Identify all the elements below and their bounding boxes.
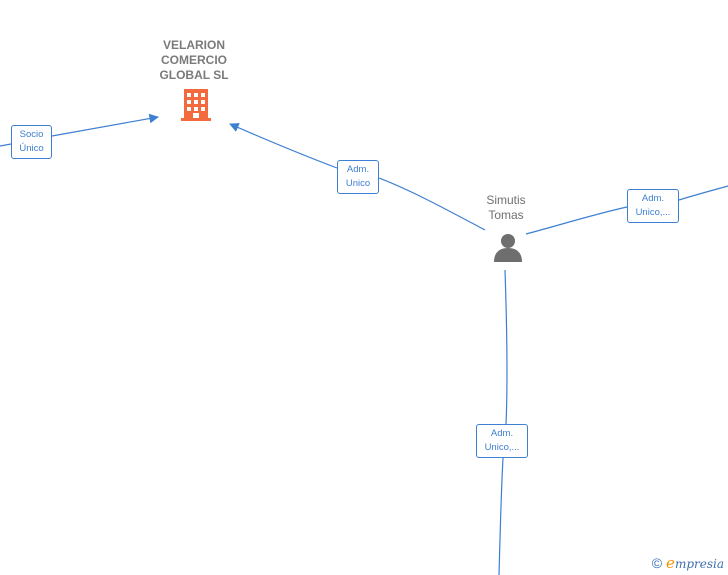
- edge-person-to-right: [525, 185, 728, 235]
- building-icon[interactable]: [181, 89, 211, 121]
- edge-socio-to-company: [0, 117, 158, 147]
- person-icon[interactable]: [494, 234, 522, 262]
- copyright-symbol: ©: [651, 555, 663, 571]
- role-label-adm-unico-right[interactable]: Adm. Unico,...: [627, 189, 679, 223]
- edge-person-to-company: [230, 124, 486, 231]
- role-label-socio-unico[interactable]: Socio Único: [11, 125, 52, 159]
- role-label-adm-unico-bottom[interactable]: Adm. Unico,...: [476, 424, 528, 458]
- brand-initial: e: [666, 554, 675, 572]
- footer-credit: © empresia: [652, 554, 724, 572]
- brand-logo[interactable]: empresia: [666, 554, 724, 572]
- company-name[interactable]: VELARION COMERCIO GLOBAL SL: [159, 38, 229, 82]
- edge-person-to-bottom: [498, 269, 508, 575]
- brand-name: mpresia: [674, 557, 724, 571]
- role-label-adm-unico[interactable]: Adm. Unico: [337, 160, 379, 194]
- person-name[interactable]: Simutis Tomas: [486, 193, 526, 222]
